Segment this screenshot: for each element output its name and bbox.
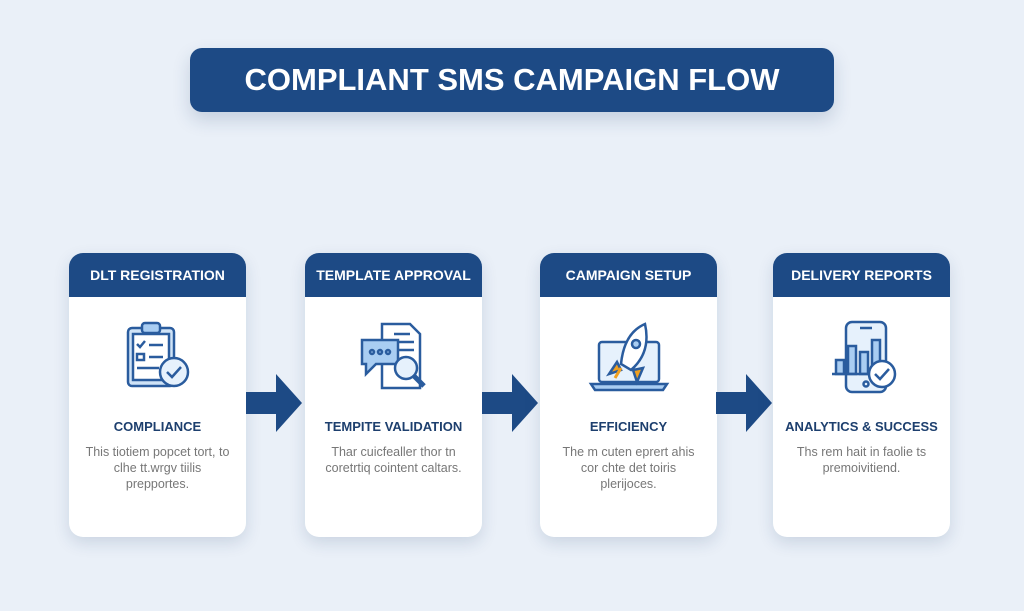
step-description: Thar cuicfealler thor tn coretrtiq coint… [325,445,462,475]
step-description: Ths rem hait in faolie ts premoivitiend. [796,445,927,475]
arrow-right-icon [716,374,772,432]
step-header: DLT REGISTRATION [69,253,246,297]
step-subtitle: ANALYTICS & SUCCESS [785,419,938,434]
step-card-delivery-reports: DELIVERY REPORTS ANALYTICS & SUCCESS Ths… [773,253,950,537]
step-header: DELIVERY REPORTS [773,253,950,297]
clipboard-check-icon [69,297,246,407]
step-header: CAMPAIGN SETUP [540,253,717,297]
step-card-campaign-setup: CAMPAIGN SETUP EFFICIENCY The m cuten ep… [540,253,717,537]
step-description: This tiotiem popcet tort, to clhe tt.wrg… [85,445,230,491]
document-search-icon [305,297,482,407]
step-card-dlt-registration: DLT REGISTRATION COMPLIANCE This tiotiem… [69,253,246,537]
step-card-template-approval: TEMPLATE APPROVAL TEMPITE VALIDATION Tha… [305,253,482,537]
arrow-right-icon [482,374,538,432]
laptop-rocket-icon [540,297,717,407]
arrow-right-icon [246,374,302,432]
step-header: TEMPLATE APPROVAL [305,253,482,297]
page-title: COMPLIANT SMS CAMPAIGN FLOW [190,48,834,112]
step-subtitle: COMPLIANCE [113,419,202,434]
step-subtitle: EFFICIENCY [589,419,668,434]
phone-analytics-icon [773,297,950,407]
step-subtitle: TEMPITE VALIDATION [324,419,463,434]
step-description: The m cuten eprert ahis cor chte det toi… [562,445,695,491]
